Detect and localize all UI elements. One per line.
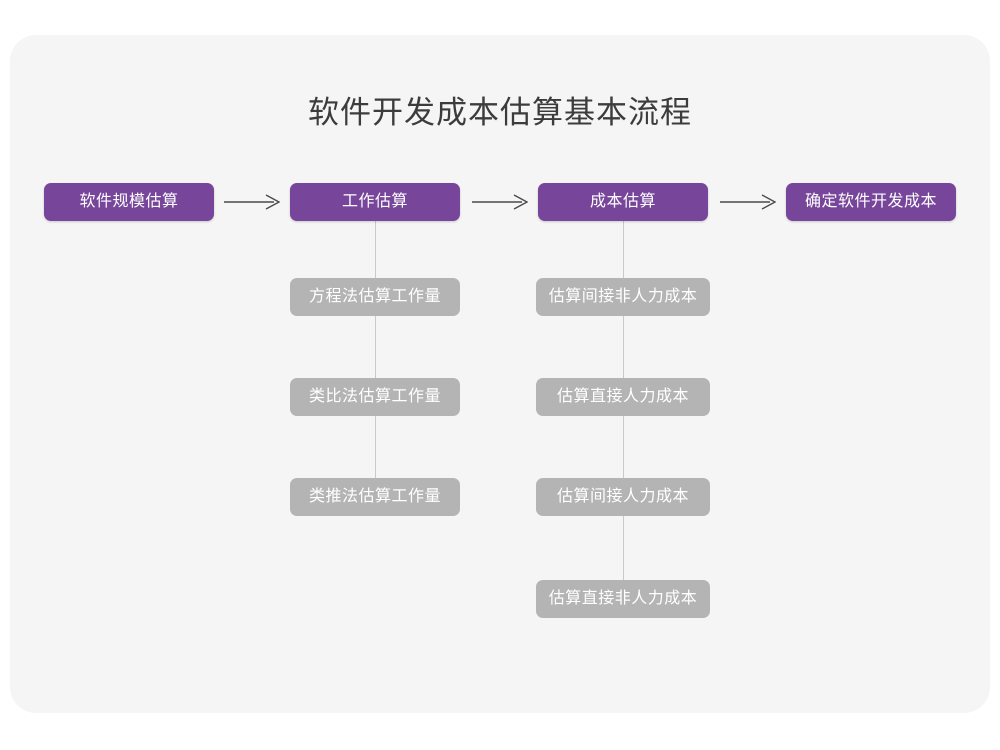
flow-node-sub[interactable]: 方程法估算工作量 [290,278,460,316]
arrow-right-icon [718,192,778,212]
connector-line [623,221,624,613]
flow-node-label: 工作估算 [341,193,408,210]
flow-node-sub[interactable]: 估算直接人力成本 [536,378,710,416]
flow-node-main[interactable]: 确定软件开发成本 [786,183,956,221]
flow-node-main[interactable]: 软件规模估算 [44,183,214,221]
flow-node-label: 成本估算 [589,193,656,210]
flow-node-sub[interactable]: 估算间接非人力成本 [536,278,710,316]
flow-node-sub[interactable]: 类推法估算工作量 [290,478,460,516]
page-title: 软件开发成本估算基本流程 [308,95,692,130]
flow-node-label: 估算间接人力成本 [556,488,689,505]
flow-node-label: 估算间接非人力成本 [548,288,698,305]
flow-node-label: 类比法估算工作量 [308,388,441,405]
arrow-right-icon [222,192,282,212]
flow-node-sub[interactable]: 估算直接非人力成本 [536,580,710,618]
flow-node-label: 估算直接人力成本 [556,388,689,405]
flow-node-sub[interactable]: 类比法估算工作量 [290,378,460,416]
flow-node-label: 方程法估算工作量 [308,288,441,305]
flow-node-label: 估算直接非人力成本 [548,590,698,607]
flow-node-label: 确定软件开发成本 [804,193,937,210]
flow-node-label: 类推法估算工作量 [308,488,441,505]
flow-node-sub[interactable]: 估算间接人力成本 [536,478,710,516]
arrow-right-icon [470,192,530,212]
diagram-canvas [10,35,990,713]
flow-node-main[interactable]: 成本估算 [538,183,708,221]
flow-node-main[interactable]: 工作估算 [290,183,460,221]
connector-line [375,221,376,511]
flow-node-label: 软件规模估算 [79,193,179,210]
